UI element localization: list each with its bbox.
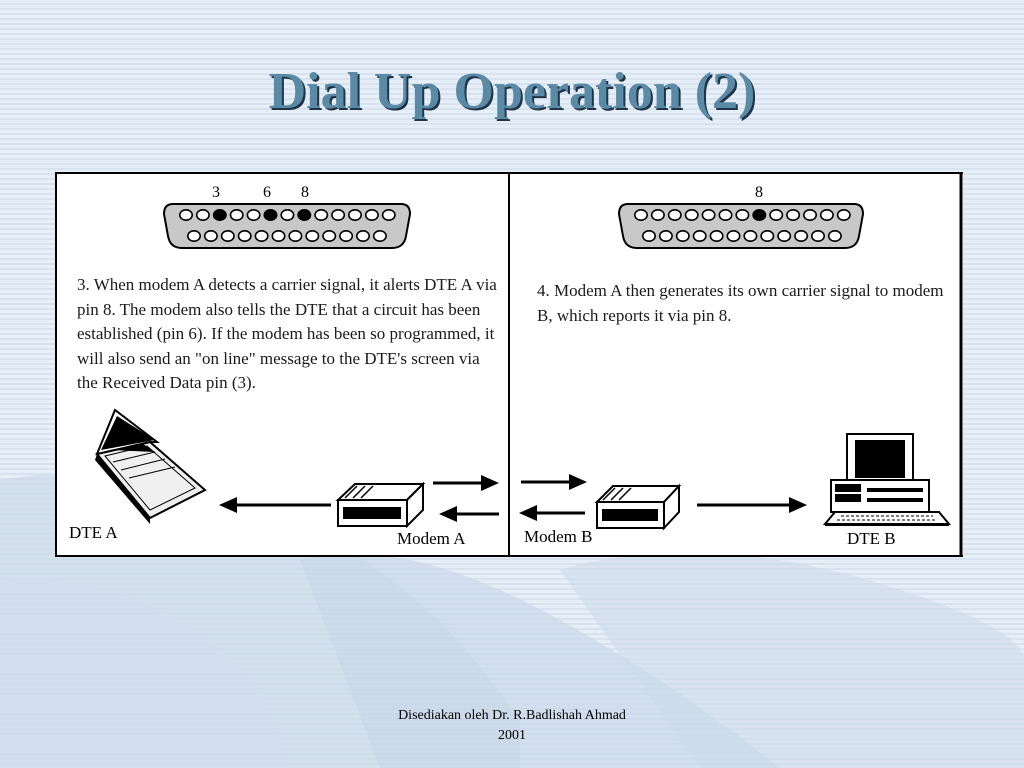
dial-up-diagram: 3 6 8 8 DTE A xyxy=(55,172,963,557)
pin-5 xyxy=(254,229,269,242)
arrow-to-dte-a xyxy=(219,497,331,513)
pin-2 xyxy=(203,229,218,242)
connector-a xyxy=(162,203,412,249)
pin-10 xyxy=(794,229,809,242)
pin-11 xyxy=(802,208,817,221)
dte-a-label: DTE A xyxy=(69,523,118,542)
pin-6 xyxy=(271,229,286,242)
pin-5 xyxy=(701,208,716,221)
pin-1 xyxy=(187,229,202,242)
arrow-out-b xyxy=(521,474,587,490)
background-handshake-image xyxy=(0,473,1024,768)
pin-12 xyxy=(372,229,387,242)
modem-a-icon xyxy=(335,481,426,529)
pin-10 xyxy=(331,208,346,221)
pin-8 xyxy=(760,229,775,242)
pin-3 xyxy=(220,229,235,242)
pin-4 xyxy=(237,229,252,242)
pin-5 xyxy=(246,208,261,221)
desktop-computer-icon xyxy=(822,433,952,526)
footer: Disediakan oleh Dr. R.Badlishah Ahmad 20… xyxy=(0,706,1024,746)
pin-11 xyxy=(347,208,362,221)
arrow-in-a xyxy=(439,506,499,522)
pin-12 xyxy=(827,229,842,242)
pin-1 xyxy=(633,208,648,221)
pin-label-3: 3 xyxy=(212,184,220,201)
pin-10 xyxy=(339,229,354,242)
pin-4 xyxy=(684,208,699,221)
pin-8 xyxy=(305,229,320,242)
diagram-canvas: 3 6 8 8 DTE A xyxy=(55,172,963,557)
pin-7 xyxy=(743,229,758,242)
pin-13 xyxy=(836,208,851,221)
pin-12 xyxy=(819,208,834,221)
modem-b-label: Modem B xyxy=(524,527,592,546)
pin-4 xyxy=(692,229,707,242)
pin-6 xyxy=(718,208,733,221)
pin-7 xyxy=(288,229,303,242)
pin-6 xyxy=(726,229,741,242)
active-pin-3 xyxy=(212,208,227,221)
active-pin-8 xyxy=(297,208,312,221)
pin-7 xyxy=(280,208,295,221)
active-pin-8 xyxy=(752,208,767,221)
arrow-in-b xyxy=(519,505,585,521)
pin-13 xyxy=(381,208,396,221)
pin-9 xyxy=(322,229,337,242)
modem-b-icon xyxy=(594,483,682,531)
pin-label-8: 8 xyxy=(301,184,309,201)
pin-10 xyxy=(786,208,801,221)
pin-12 xyxy=(364,208,379,221)
pin-4 xyxy=(229,208,244,221)
pin-11 xyxy=(355,229,370,242)
pin-9 xyxy=(769,208,784,221)
arrow-to-dte-b xyxy=(697,497,807,513)
pin-3 xyxy=(675,229,690,242)
connector-b xyxy=(617,203,865,249)
pin-7 xyxy=(735,208,750,221)
footer-year: 2001 xyxy=(498,728,526,743)
pin-label-8-b: 8 xyxy=(755,184,763,201)
laptop-icon xyxy=(95,408,207,524)
pin-label-6: 6 xyxy=(263,184,271,201)
modem-a-label: Modem A xyxy=(397,529,466,548)
step-3-description: 3. When modem A detects a carrier signal… xyxy=(77,275,497,393)
pin-2 xyxy=(195,208,210,221)
pin-2 xyxy=(658,229,673,242)
pin-5 xyxy=(709,229,724,242)
pin-1 xyxy=(641,229,656,242)
pin-3 xyxy=(667,208,682,221)
pin-1 xyxy=(179,208,194,221)
arrow-out-a xyxy=(433,475,499,491)
dte-b-label: DTE B xyxy=(847,529,896,548)
pin-9 xyxy=(314,208,329,221)
footer-author: Disediakan oleh Dr. R.Badlishah Ahmad xyxy=(398,708,626,723)
active-pin-6 xyxy=(263,208,278,221)
pin-9 xyxy=(777,229,792,242)
step-4-description: 4. Modem A then generates its own carrie… xyxy=(537,281,944,325)
pin-11 xyxy=(810,229,825,242)
pin-2 xyxy=(650,208,665,221)
slide-title: Dial Up Operation (2) xyxy=(268,63,756,120)
